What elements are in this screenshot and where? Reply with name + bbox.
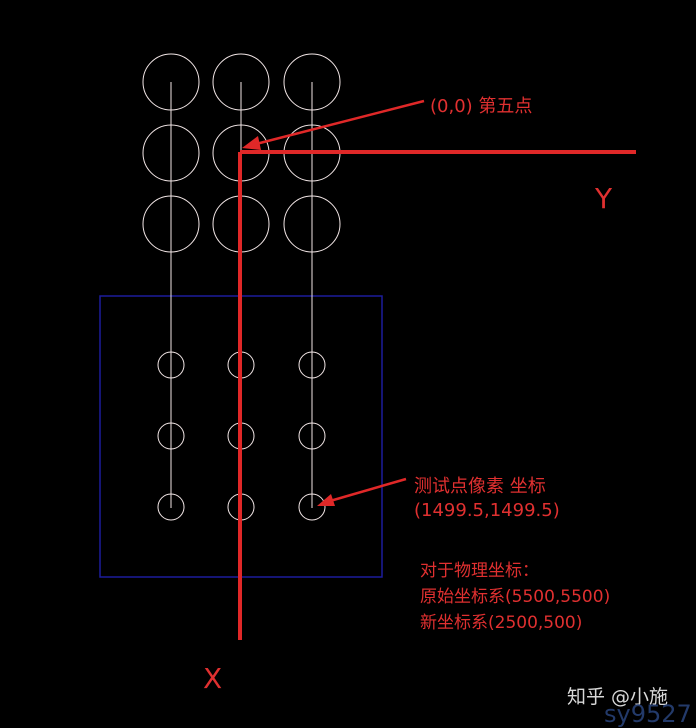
- pixel-coordinate-title: 测试点像素 坐标: [414, 476, 546, 497]
- small-circle: [298, 422, 326, 450]
- large-circle: [142, 124, 200, 182]
- small-circle: [157, 493, 185, 521]
- large-circle: [142, 195, 200, 253]
- physical-coordinate-title: 对于物理坐标：: [420, 561, 539, 581]
- origin-arrowhead: [242, 136, 261, 150]
- origin-callout-line: [255, 99, 425, 146]
- x-axis-label: X: [203, 662, 223, 695]
- large-circle: [283, 195, 341, 253]
- small-circle: [157, 351, 185, 379]
- small-circle: [298, 351, 326, 379]
- y-axis-label: Y: [595, 182, 613, 215]
- original-coordinate-system: 原始坐标系(5500,5500): [420, 587, 611, 607]
- large-circle: [283, 53, 341, 111]
- small-circle: [157, 422, 185, 450]
- test-point-callout-line: [329, 477, 407, 503]
- new-coordinate-system: 新坐标系(2500,500): [420, 613, 583, 633]
- pixel-coordinate-value: (1499.5,1499.5): [414, 500, 560, 521]
- large-circle: [142, 53, 200, 111]
- origin-label: (0,0) 第五点: [430, 96, 533, 117]
- large-circle: [212, 53, 270, 111]
- test-point-arrowhead: [317, 494, 335, 506]
- watermark: 知乎 @小施: [567, 686, 669, 708]
- small-circle-test-point: [298, 493, 326, 521]
- watermark-secondary: sy9527: [604, 700, 692, 728]
